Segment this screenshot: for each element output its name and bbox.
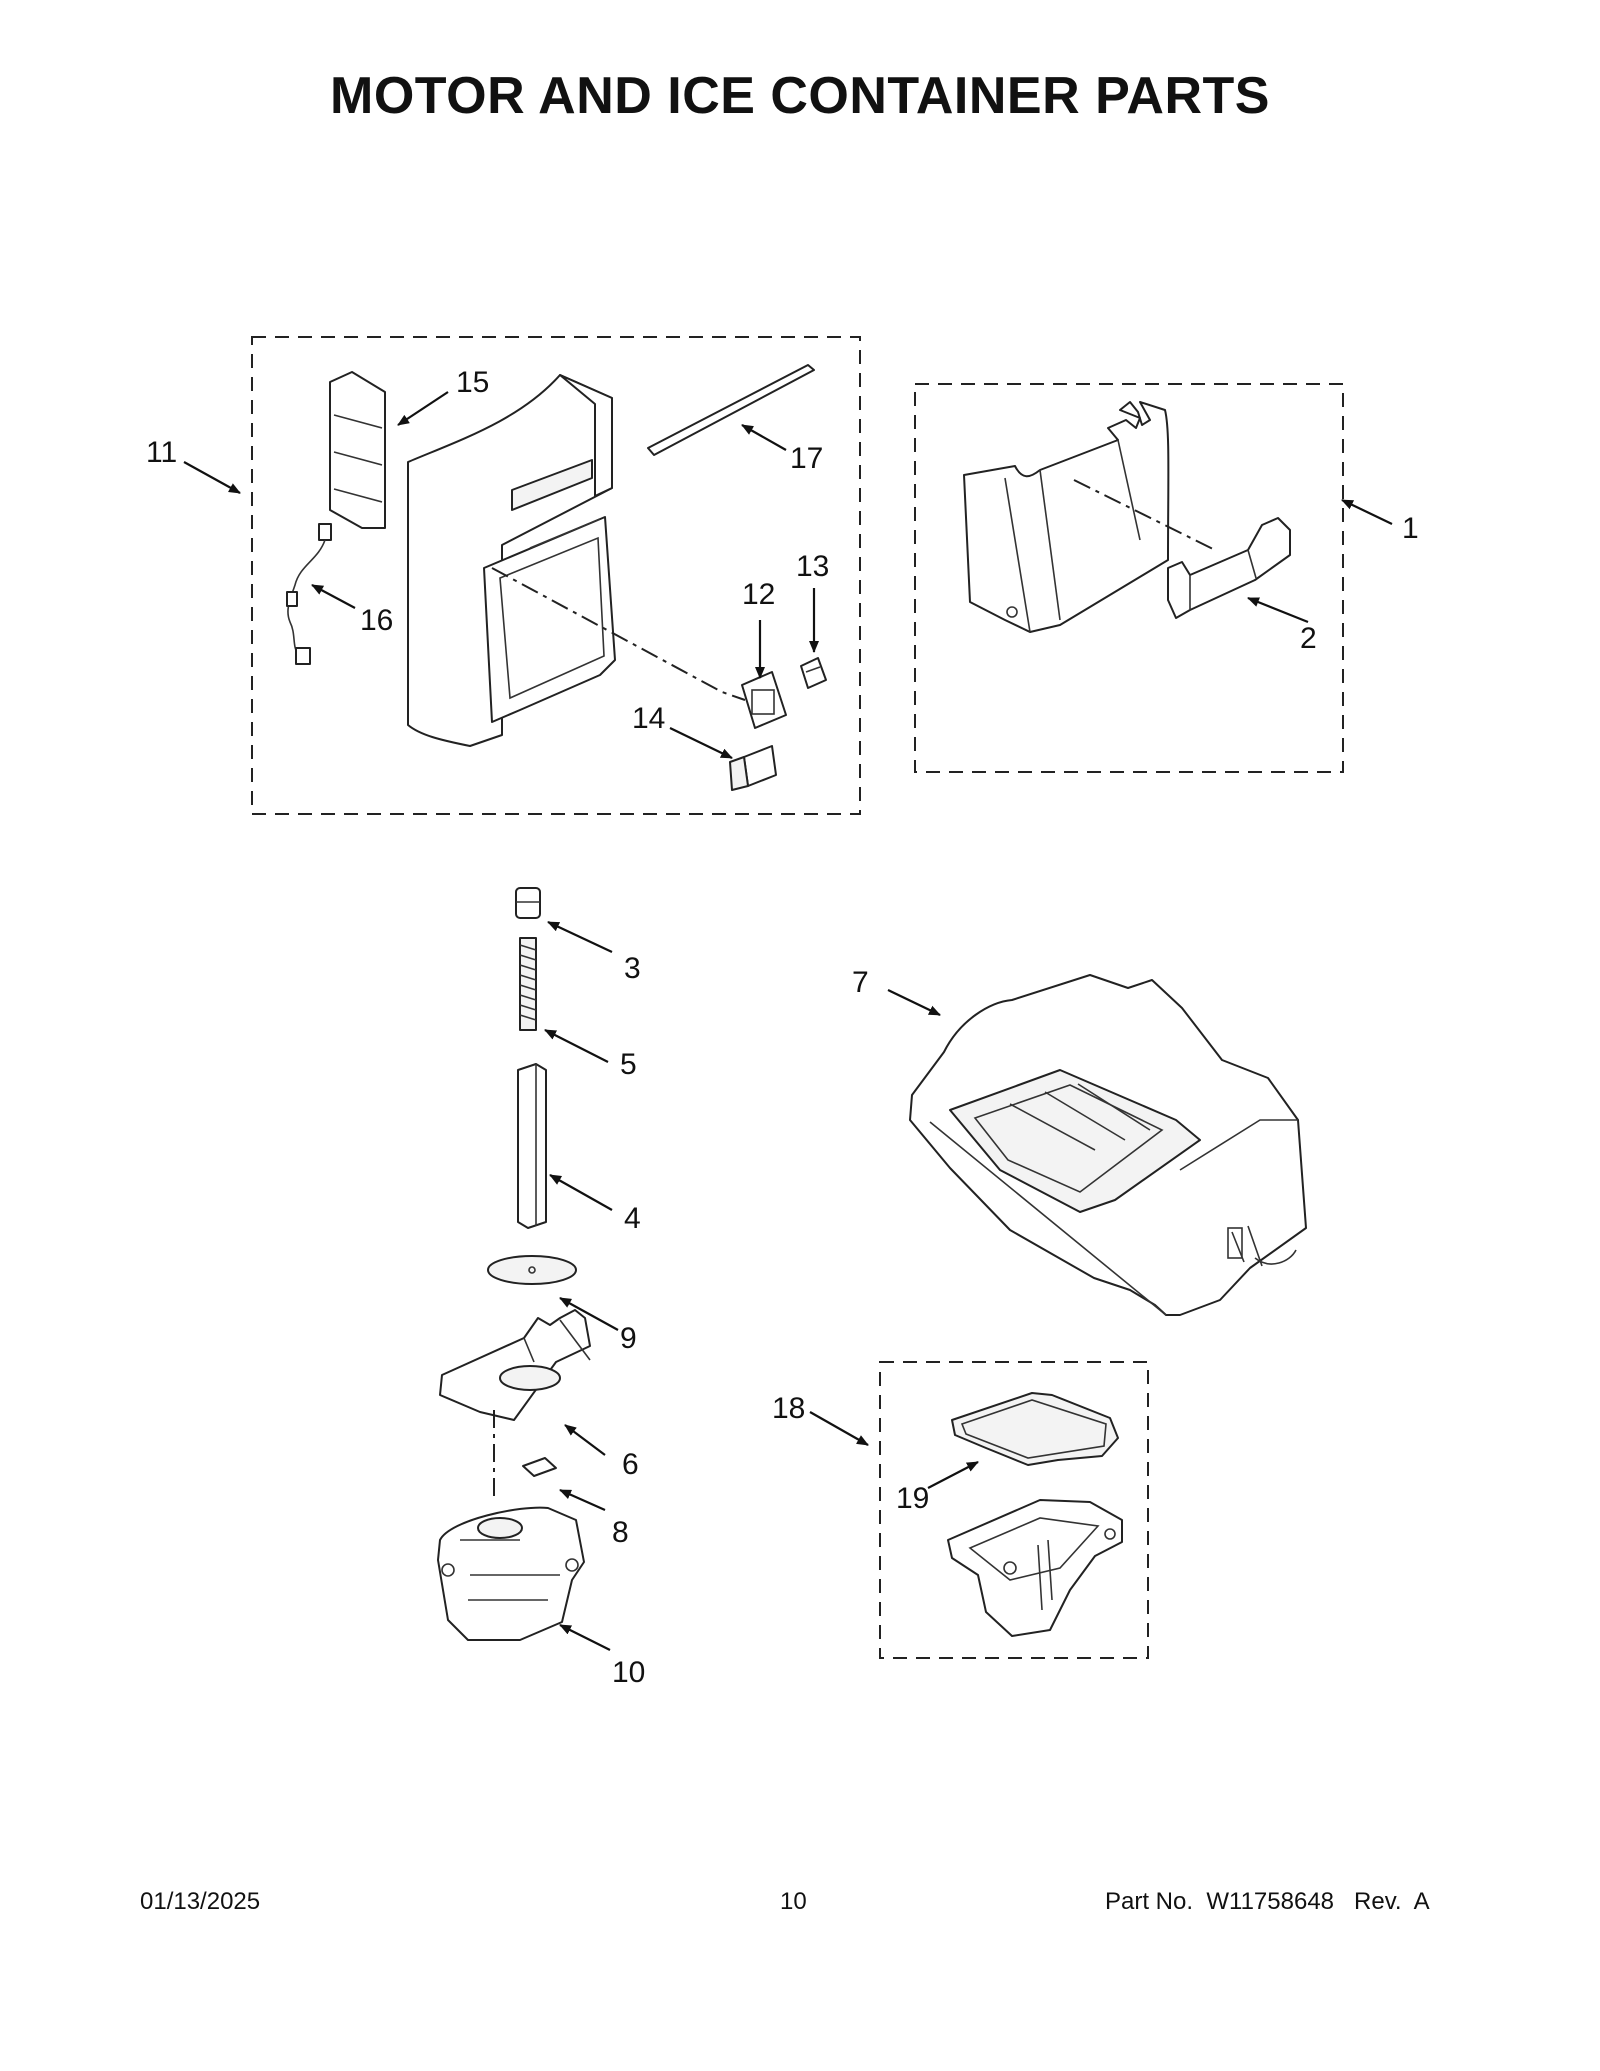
part-17-strip <box>647 364 815 456</box>
callout-19: 19 <box>896 1482 929 1515</box>
part-12-bracket <box>741 671 787 729</box>
assembly-box-11 <box>251 336 861 815</box>
part-19-gasket <box>951 1392 1119 1466</box>
part-2-handle <box>1167 517 1291 619</box>
footer-date: 01/13/2025 <box>140 1888 261 1915</box>
page-title: MOTOR AND ICE CONTAINER PARTS <box>330 67 1270 125</box>
callout-16: 16 <box>360 604 393 637</box>
assembly-leader-line <box>491 567 746 701</box>
callout-15: 15 <box>456 366 489 399</box>
ice-container-bin <box>963 401 1170 633</box>
callout-7: 7 <box>852 966 869 999</box>
part-14-relay <box>729 745 777 791</box>
callout-11: 11 <box>146 436 177 469</box>
part-3-cap <box>515 887 541 919</box>
motor-cover-housing <box>407 374 616 747</box>
part-5-spring <box>519 937 537 1031</box>
part-10-motor <box>437 1506 585 1641</box>
assembly-box-1 <box>914 383 1344 773</box>
callout-18: 18 <box>772 1392 805 1425</box>
part-15-plate <box>329 371 386 529</box>
callout-1: 1 <box>1402 512 1419 545</box>
footer-part-number: Part No. W11758648 Rev. A <box>1105 1888 1430 1915</box>
callout-5: 5 <box>620 1048 637 1081</box>
callout-14: 14 <box>632 702 665 735</box>
callout-4: 4 <box>624 1202 641 1235</box>
callout-2: 2 <box>1300 622 1317 655</box>
footer-page-number: 10 <box>780 1888 807 1915</box>
container-leader-line <box>1073 479 1216 551</box>
callout-3: 3 <box>624 952 641 985</box>
part-8-key <box>522 1457 557 1477</box>
ice-container-tray <box>947 1499 1123 1637</box>
part-6-mount-plate <box>439 1309 591 1421</box>
callout-arrows <box>183 391 1393 1651</box>
callout-13: 13 <box>796 550 829 583</box>
callout-17: 17 <box>790 442 823 475</box>
callout-9: 9 <box>620 1322 637 1355</box>
callout-10: 10 <box>612 1656 645 1689</box>
assembly-box-18 <box>879 1361 1149 1659</box>
part-16-wire-harness <box>286 523 332 665</box>
part-13-switch <box>800 657 827 689</box>
callout-12: 12 <box>742 578 775 611</box>
callout-8: 8 <box>612 1516 629 1549</box>
part-4-shaft <box>517 1063 547 1229</box>
part-7-ice-maker <box>909 974 1307 1316</box>
part-9-washer <box>487 1255 577 1285</box>
callout-6: 6 <box>622 1448 639 1481</box>
